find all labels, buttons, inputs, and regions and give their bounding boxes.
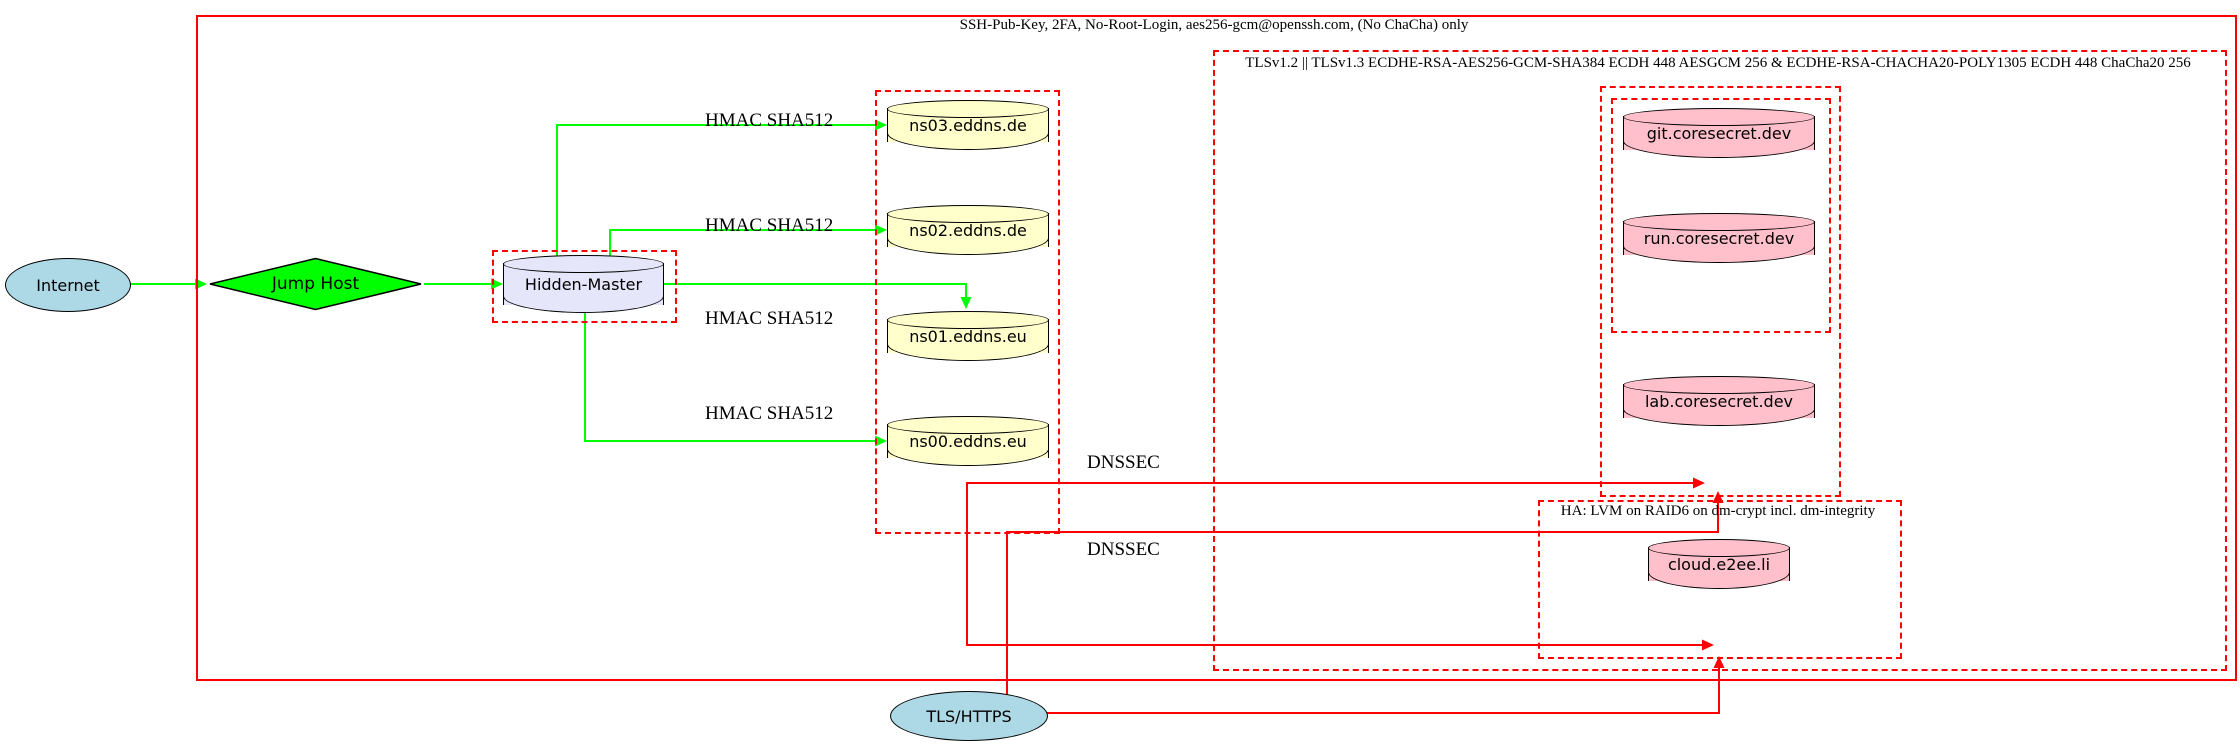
node-ns03-label: ns03.eddns.de	[909, 115, 1027, 135]
arrowhead-dnssec-ha	[1702, 639, 1714, 651]
cylinder-top	[886, 416, 1050, 434]
node-tls-https: TLS/HTTPS	[890, 691, 1048, 741]
arrowhead-ns03	[875, 119, 887, 131]
node-hidden-master: Hidden-Master	[502, 255, 665, 313]
node-cloud-label: cloud.e2ee.li	[1667, 554, 1771, 574]
edge-dnssec-lab-cluster	[966, 482, 1693, 530]
cluster-tls-label: TLSv1.2 || TLSv1.3 ECDHE-RSA-AES256-GCM-…	[1245, 55, 2191, 71]
node-ns00-label: ns00.eddns.eu	[909, 431, 1027, 451]
edge-label-hmac-ns00: HMAC SHA512	[705, 403, 834, 424]
edge-label-hmac-ns03: HMAC SHA512	[705, 110, 834, 131]
cluster-ha-box	[1538, 500, 1902, 659]
node-ns00: ns00.eddns.eu	[886, 416, 1050, 466]
node-ns02-label: ns02.eddns.de	[909, 220, 1027, 240]
arrowhead-ns01	[960, 297, 972, 309]
cylinder-top	[1647, 539, 1791, 557]
cluster-nameserver-box	[875, 90, 1060, 534]
cluster-ha-label: HA: LVM on RAID6 on dm-crypt incl. dm-in…	[1560, 503, 1876, 519]
node-ns01: ns01.eddns.eu	[886, 311, 1050, 361]
node-internet-label: Internet	[36, 275, 100, 295]
node-cloud: cloud.e2ee.li	[1647, 539, 1791, 589]
cylinder-top	[502, 255, 665, 273]
node-jump-host-label: Jump Host	[271, 274, 360, 294]
edge-tls-lab-cluster	[1006, 503, 1719, 695]
node-git-label: git.coresecret.dev	[1646, 123, 1792, 143]
edge-hiddenmaster-ns02	[609, 229, 875, 259]
node-run-label: run.coresecret.dev	[1643, 228, 1795, 248]
cylinder-top	[1622, 376, 1816, 394]
node-ns01-label: ns01.eddns.eu	[909, 326, 1027, 346]
edge-label-dnssec-2: DNSSEC	[1087, 539, 1160, 560]
diamond-shape	[209, 257, 422, 311]
arrowhead-tls-ha	[1713, 656, 1725, 668]
edge-hiddenmaster-ns00	[584, 311, 875, 442]
cylinder-top	[886, 311, 1050, 329]
node-lab: lab.coresecret.dev	[1622, 376, 1816, 426]
edge-label-hmac-ns02: HMAC SHA512	[705, 215, 834, 236]
node-git: git.coresecret.dev	[1622, 108, 1816, 158]
node-tls-https-label: TLS/HTTPS	[926, 706, 1012, 726]
node-run: run.coresecret.dev	[1622, 213, 1816, 263]
edge-hiddenmaster-ns03	[556, 124, 875, 259]
edge-hiddenmaster-ns01	[662, 283, 967, 297]
node-internet: Internet	[5, 258, 131, 312]
cluster-coresecret-box	[1600, 86, 1841, 497]
edge-label-hmac-ns01: HMAC SHA512	[705, 308, 834, 329]
cluster-gitrun-box	[1611, 98, 1831, 333]
arrowhead-dnssec-lab	[1693, 477, 1705, 489]
arrowhead-ns02	[875, 224, 887, 236]
cylinder-top	[886, 205, 1050, 223]
arrowhead-ns00	[875, 435, 887, 447]
node-hidden-master-label: Hidden-Master	[524, 274, 643, 294]
cluster-hiddenmaster-box	[492, 250, 677, 323]
node-lab-label: lab.coresecret.dev	[1644, 391, 1794, 411]
edge-tls-ha-cluster	[1046, 668, 1720, 714]
cluster-ssh-label: SSH-Pub-Key, 2FA, No-Root-Login, aes256-…	[959, 17, 1469, 33]
edge-label-dnssec-1: DNSSEC	[1087, 452, 1160, 473]
cluster-ssh-box	[196, 15, 2237, 681]
cylinder-top	[1622, 213, 1816, 231]
arrowhead-internet-jumphost	[195, 278, 207, 290]
cylinder-top	[1622, 108, 1816, 126]
edge-dnssec-ha-cluster	[966, 530, 1702, 646]
cluster-tls-box	[1213, 50, 2227, 671]
node-ns02: ns02.eddns.de	[886, 205, 1050, 255]
cylinder-top	[886, 100, 1050, 118]
node-ns03: ns03.eddns.de	[886, 100, 1050, 150]
arrowhead-jumphost-hiddenmaster	[491, 278, 503, 290]
node-jump-host: Jump Host	[208, 257, 423, 311]
